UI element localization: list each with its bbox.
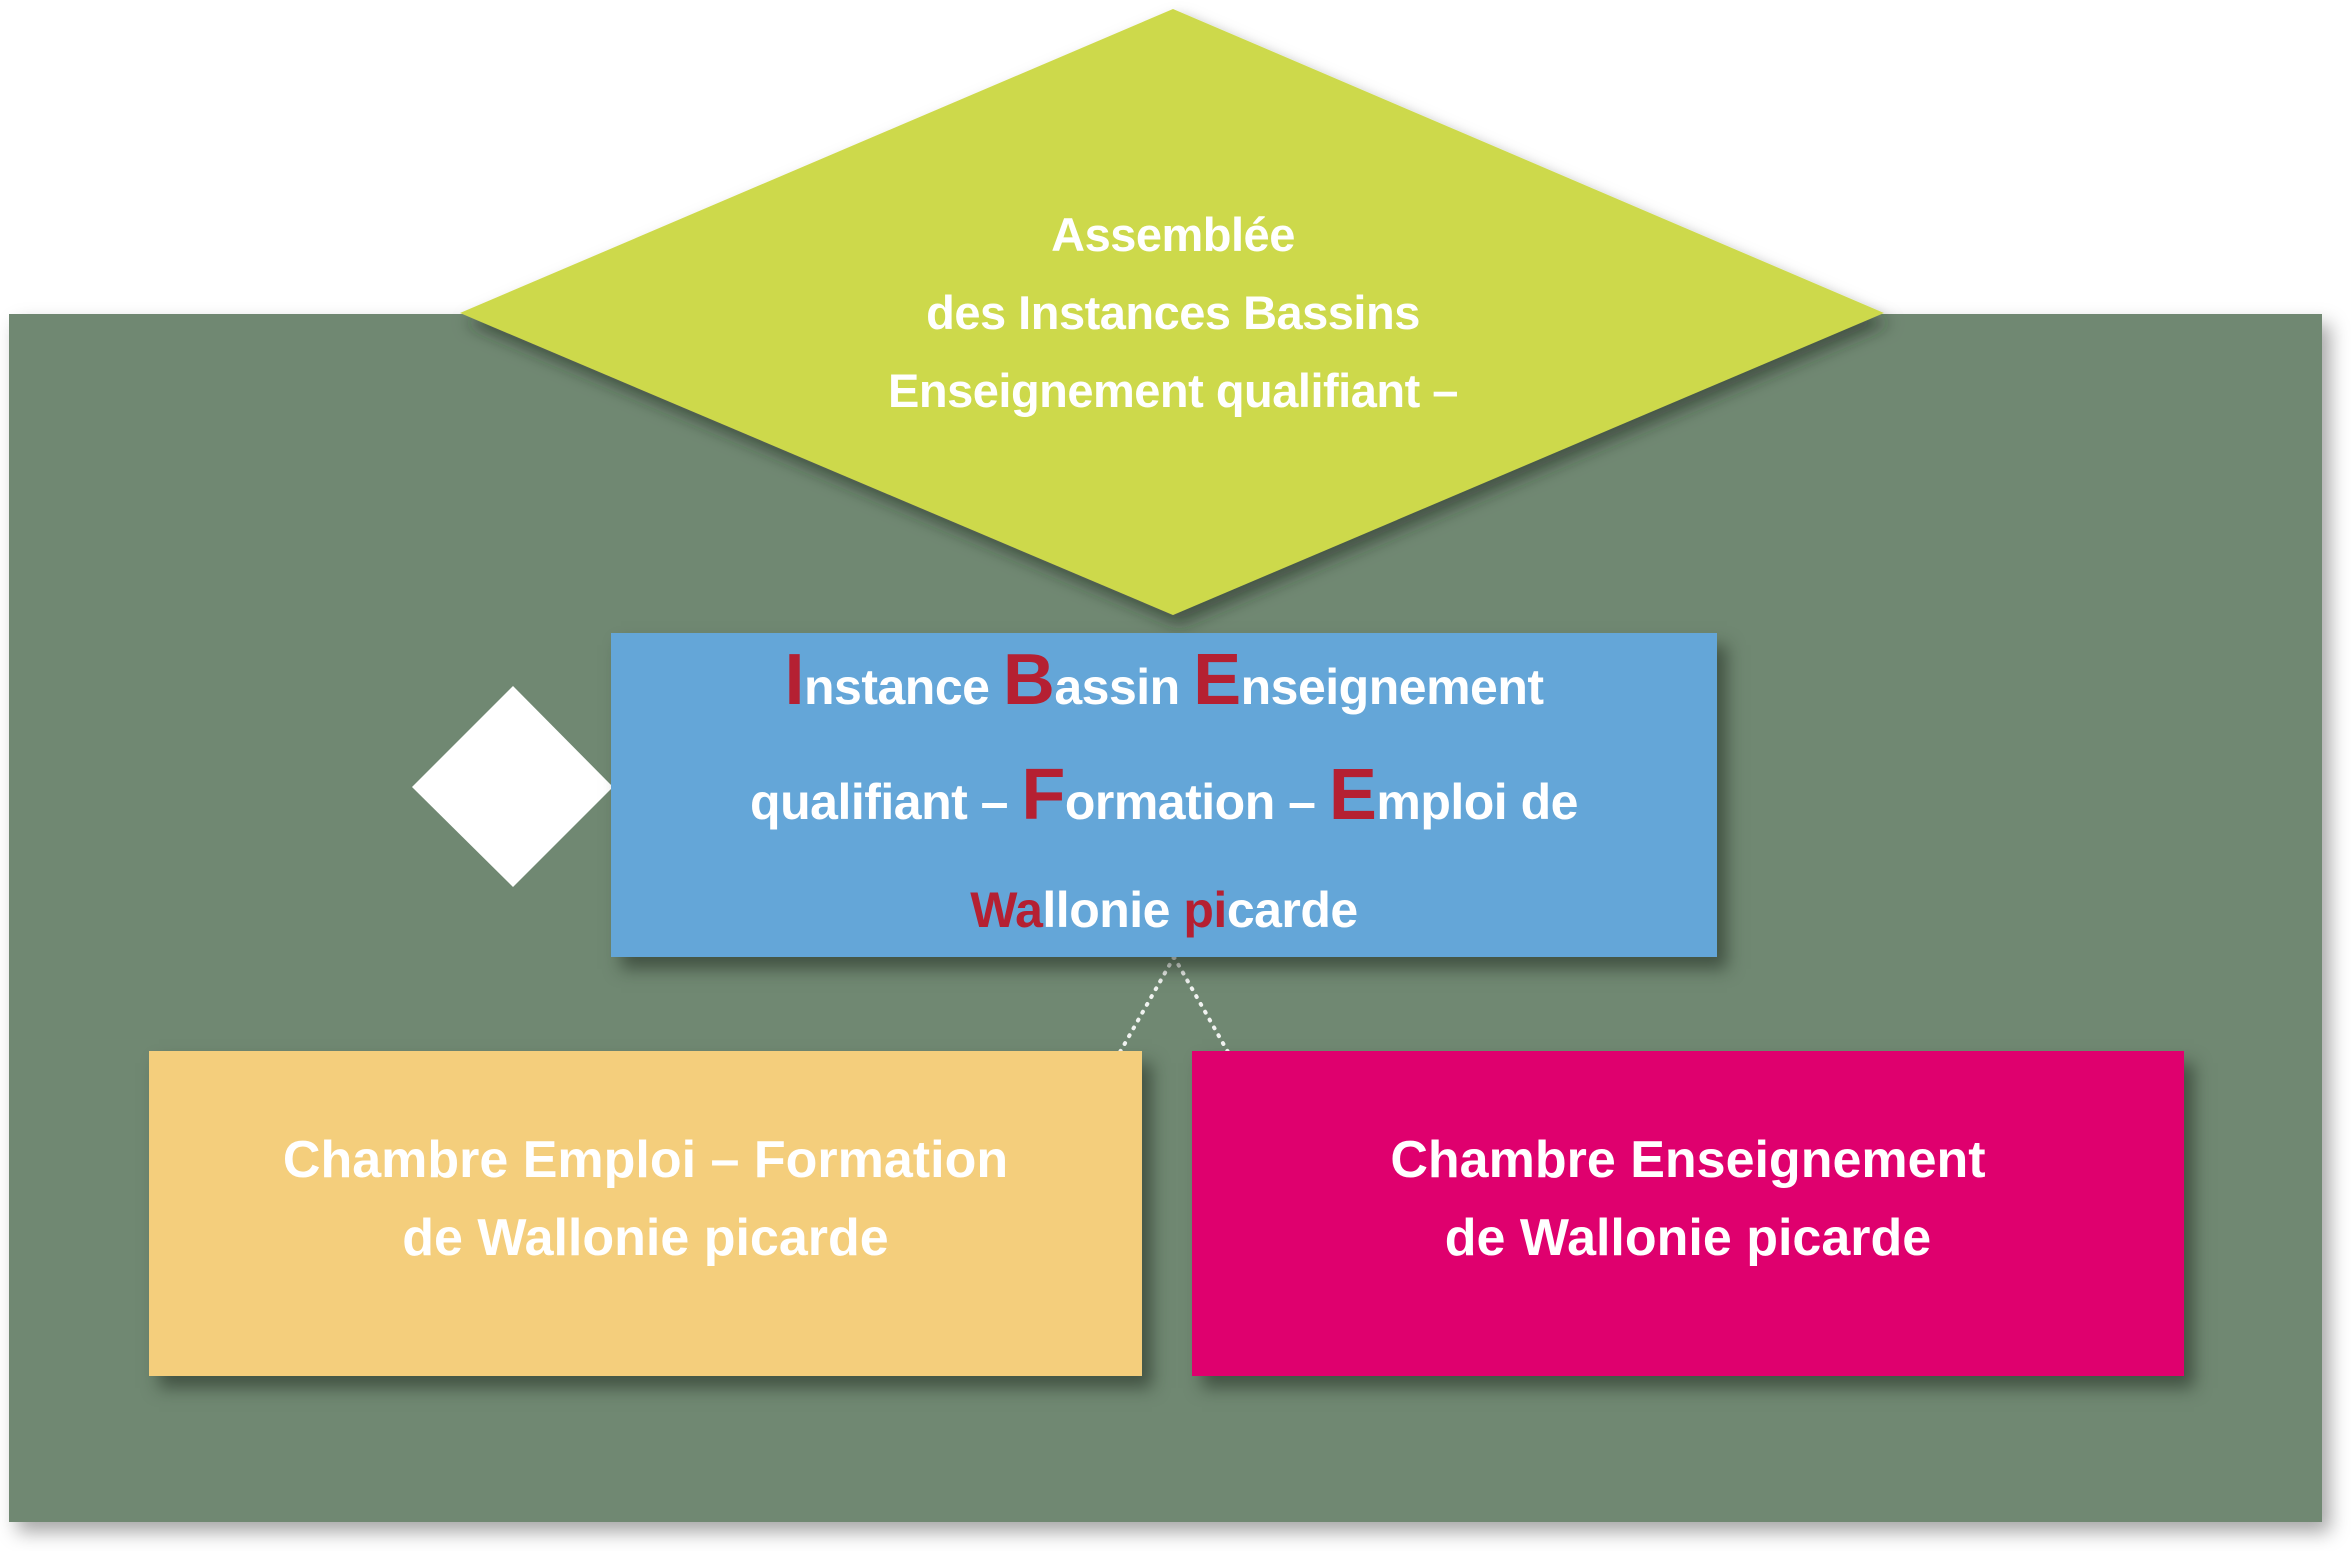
acronym-letter: E: [1193, 640, 1241, 720]
acronym-letter: F: [1021, 755, 1065, 835]
ibefe-text: mploi de: [1376, 774, 1578, 830]
chambre-emploi-line: de Wallonie picarde: [402, 1209, 889, 1267]
ibefe-text: nstance: [803, 659, 1003, 715]
ibefe-text: assin: [1054, 659, 1194, 715]
chambre-enseignement-line: de Wallonie picarde: [1444, 1209, 1932, 1267]
ibefe-box: Instance Bassin Enseignement qualifiant …: [611, 633, 1717, 957]
ibefe-marker-diamond: [412, 686, 613, 887]
ibefe-line-2: qualifiant – Formation – Emploi de: [750, 741, 1578, 856]
ibefe-text: nseignement: [1240, 659, 1544, 715]
acronym-letter: E: [1328, 755, 1377, 835]
assembly-line: des Instances Bassins: [926, 286, 1420, 339]
acronym-letter: I: [784, 640, 804, 720]
ibefe-text: qualifiant –: [750, 774, 1022, 830]
chambre-enseignement-line: Chambre Enseignement: [1390, 1131, 1986, 1189]
ibefe-text: llonie: [1042, 882, 1184, 938]
acronym-letters: Wa: [970, 882, 1043, 938]
assembly-line: Enseignement qualifiant –: [888, 364, 1458, 417]
chambre-emploi-line: Chambre Emploi – Formation: [282, 1131, 1009, 1189]
acronym-letter: B: [1002, 640, 1055, 720]
acronym-letters: pi: [1183, 882, 1227, 938]
chambre-emploi-formation-box: Chambre Emploi – Formation de Wallonie p…: [149, 1051, 1142, 1376]
assembly-diamond: [460, 9, 1884, 615]
assembly-label: Assemblée des Instances Bassins Enseigne…: [700, 196, 1646, 430]
chambre-enseignement-box: Chambre Enseignement de Wallonie picarde: [1192, 1051, 2184, 1376]
ibefe-text: ormation –: [1064, 774, 1329, 830]
assembly-line: Assemblée: [1051, 208, 1295, 261]
ibefe-line-3: Wallonie picarde: [970, 856, 1358, 964]
ibefe-line-1: Instance Bassin Enseignement: [784, 626, 1544, 741]
ibefe-text: carde: [1226, 882, 1358, 938]
